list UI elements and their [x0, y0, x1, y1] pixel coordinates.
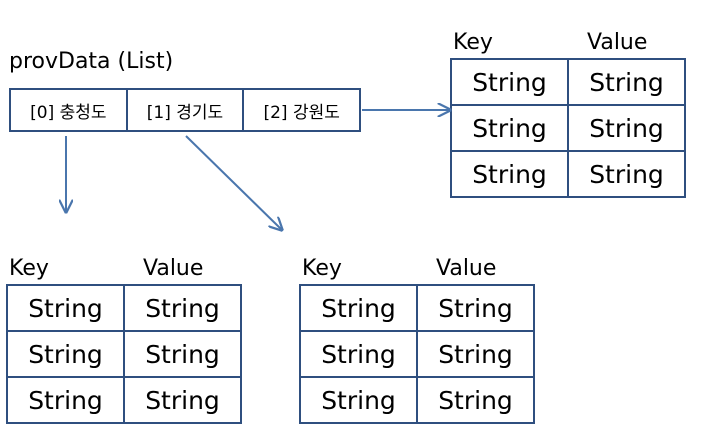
list-cell-2: [2] 강원도: [263, 102, 340, 123]
map-header: Key Value: [6, 254, 242, 284]
map-header: Key Value: [299, 254, 535, 284]
value-cell: String: [123, 284, 242, 332]
value-cell: String: [123, 376, 242, 424]
key-cell: String: [450, 150, 569, 198]
key-cell: String: [6, 284, 125, 332]
value-cell: String: [123, 330, 242, 378]
value-cell: String: [567, 58, 686, 106]
key-cell: String: [299, 376, 418, 424]
value-cell: String: [416, 284, 535, 332]
list-title: provData (List): [9, 49, 174, 74]
key-header: Key: [302, 256, 342, 281]
key-cell: String: [299, 330, 418, 378]
value-cell: String: [416, 376, 535, 424]
key-cell: String: [299, 284, 418, 332]
key-cell: String: [6, 376, 125, 424]
value-cell: String: [567, 150, 686, 198]
key-header: Key: [453, 30, 493, 55]
key-cell: String: [6, 330, 125, 378]
list-cell-1: [1] 경기도: [128, 90, 245, 130]
key-cell: String: [450, 58, 569, 106]
value-cell: String: [416, 330, 535, 378]
list-box: [0] 충청도 [1] 경기도 [2] 강원도: [9, 88, 361, 132]
map-header: Key Value: [450, 28, 686, 58]
arrow-to-map-1: [185, 135, 282, 230]
list-cell-0: [0] 충청도: [11, 90, 128, 130]
value-header: Value: [143, 256, 204, 281]
value-cell: String: [567, 104, 686, 152]
value-header: Value: [436, 256, 497, 281]
value-header: Value: [587, 30, 648, 55]
key-cell: String: [450, 104, 569, 152]
key-header: Key: [9, 256, 49, 281]
